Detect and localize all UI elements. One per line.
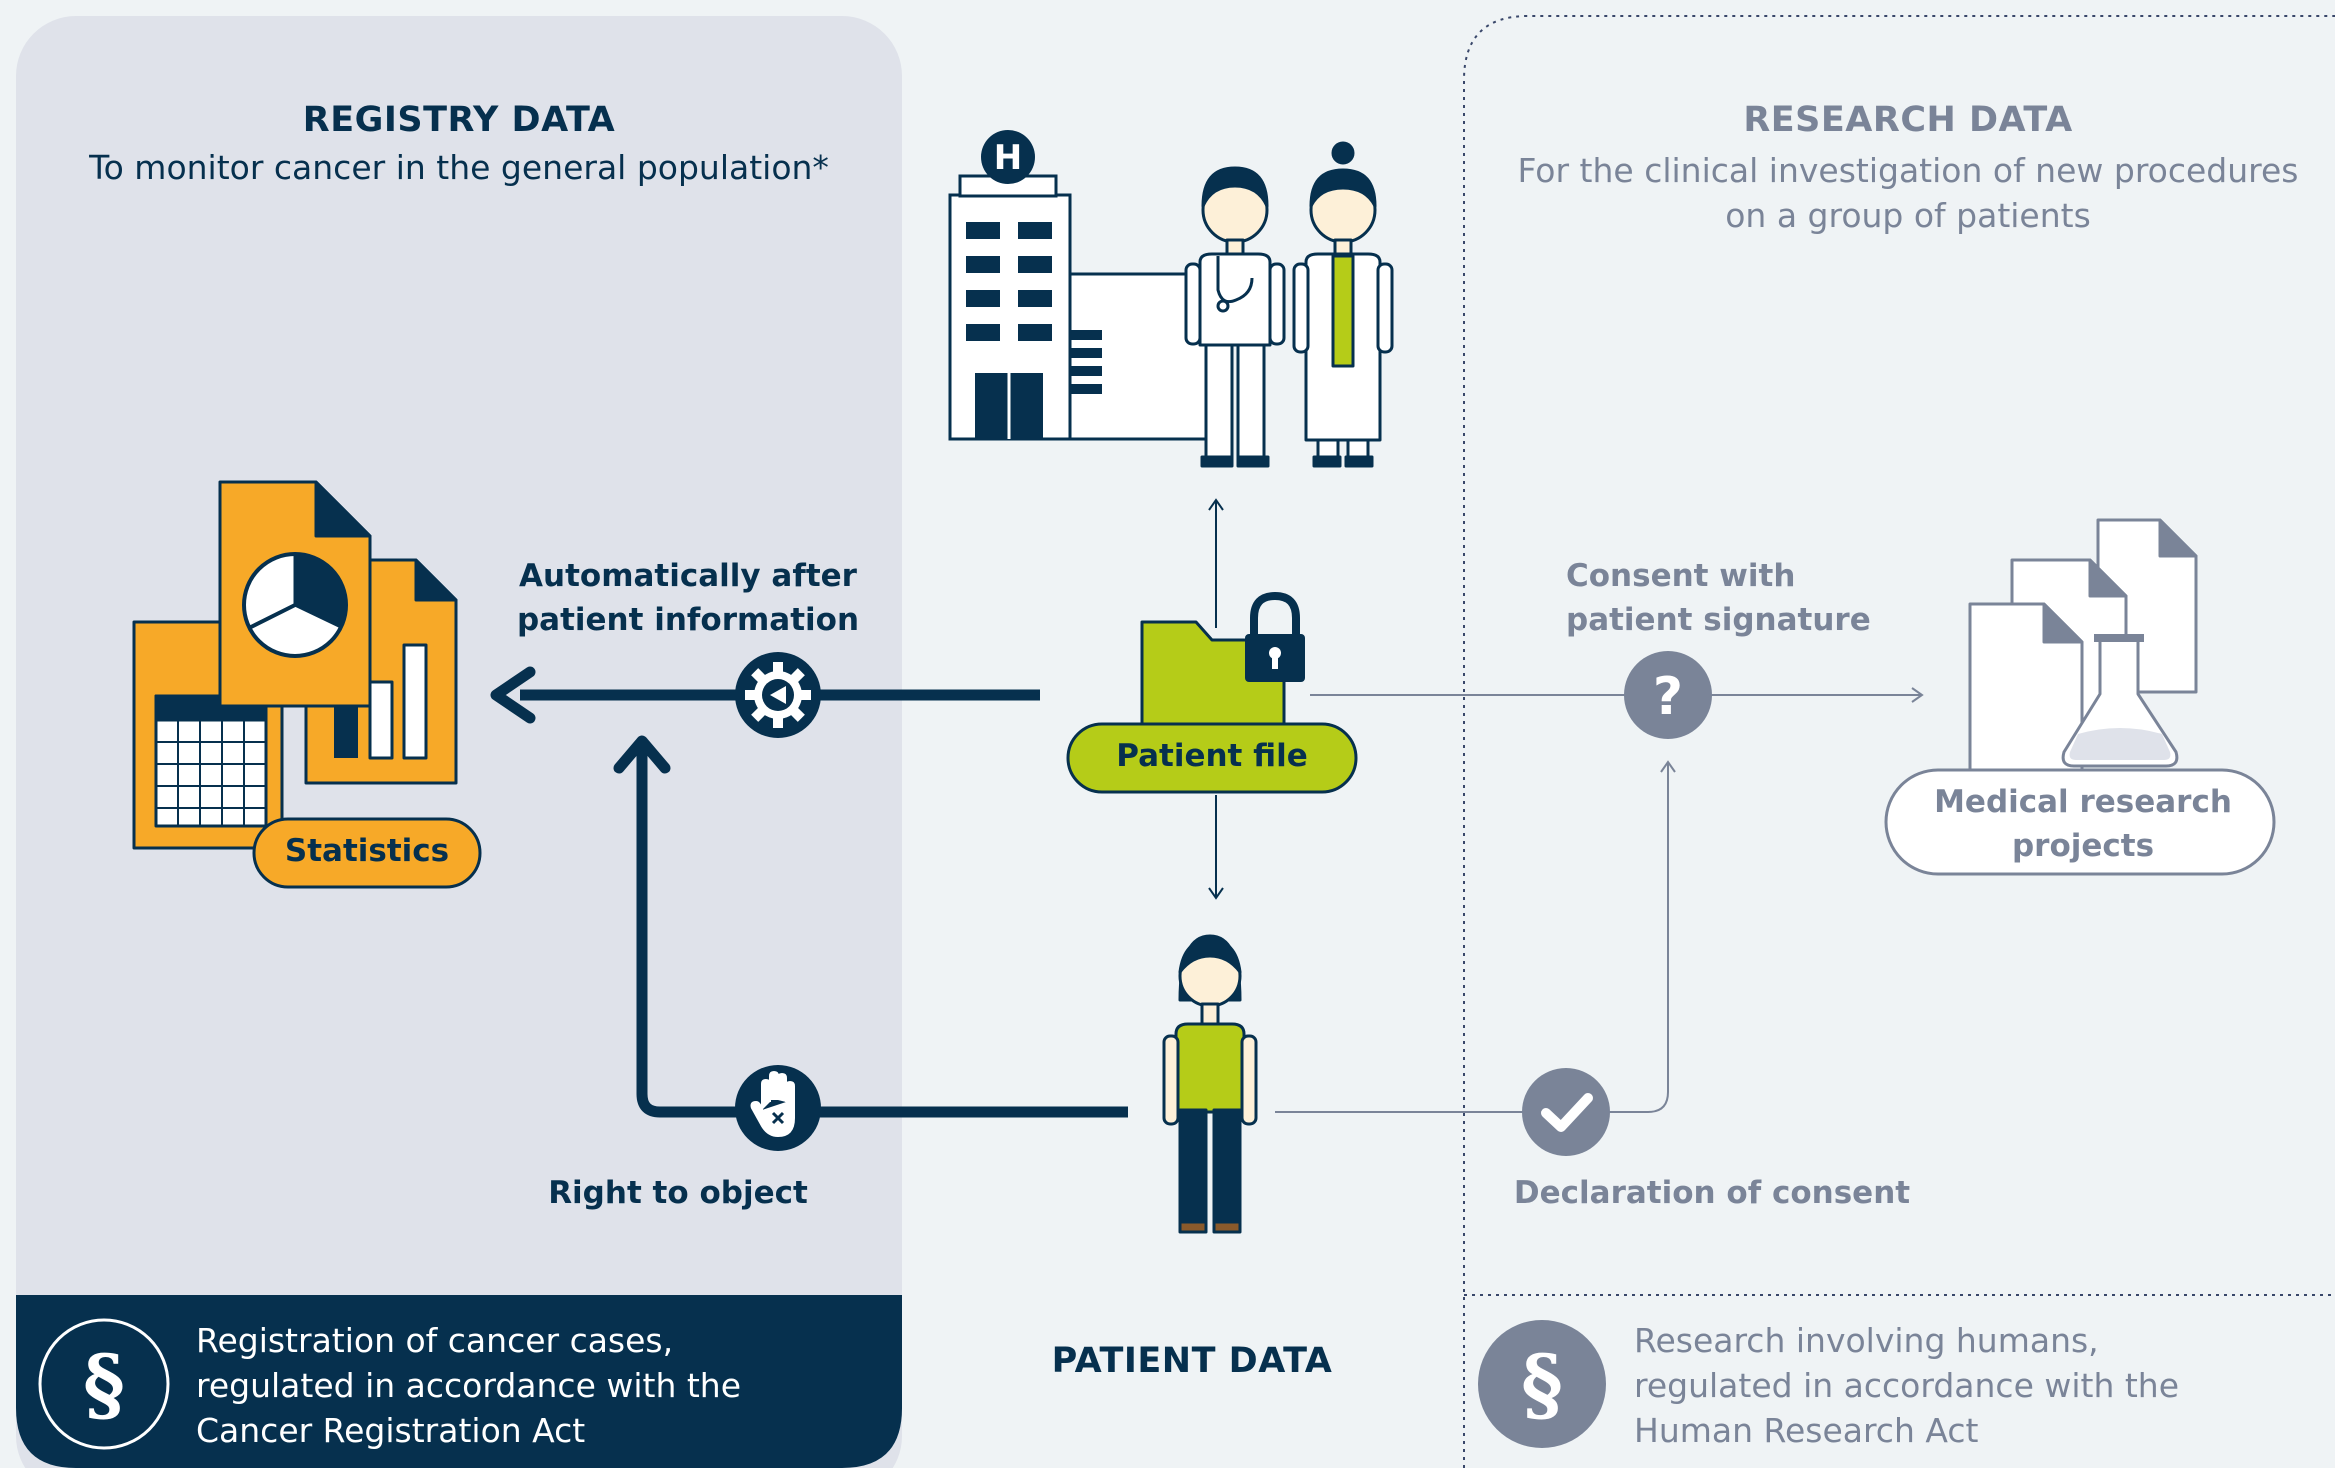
svg-text:H: H [994,138,1022,178]
consent-signature-label-line: Consent with [1566,558,1796,594]
patient-data-title: PATIENT DATA [1051,1341,1333,1381]
automatic-flow-label-line: Automatically after [519,558,857,594]
automatic-flow-label: Automatically after patient information [517,554,859,642]
paragraph-icon-research: § [1478,1320,1606,1448]
research-documents-icon [1968,518,2198,780]
documents-icon [132,480,458,850]
research-subtitle: For the clinical investigation of new pr… [1518,148,2299,238]
registry-legal-bar [16,1295,902,1468]
research-title: RESEARCH DATA [1743,100,2073,140]
consent-signature-label: Consent with patient signature [1566,554,1871,642]
research-panel [1463,15,2335,1468]
research-legal-line: Human Research Act [1634,1411,1979,1450]
research-subtitle-line: on a group of patients [1725,196,2091,235]
nurse-icon [1292,141,1394,468]
medical-research-label-line: projects [2011,828,2155,864]
svg-text:§: § [1521,1337,1563,1431]
research-connectors [1275,687,1924,1113]
registry-legal-line: Cancer Registration Act [196,1411,586,1450]
objection-flow-arrowhead [613,735,671,774]
registry-panel [16,16,902,1468]
objection-flow-arrow [636,748,1128,1118]
research-legal-line: regulated in accordance with the [1634,1366,2180,1405]
statistics-node[interactable] [252,817,482,889]
patient-icon [1162,934,1258,1234]
medical-research-label: Medical research projects [1934,780,2232,868]
lock-icon [1245,591,1305,682]
medical-research-node[interactable] [1884,768,2276,876]
right-to-object-label: Right to object [548,1175,808,1211]
statistics-label: Statistics [284,833,450,869]
research-legal-line: Research involving humans, [1634,1321,2099,1360]
doctor-icon [1184,166,1286,468]
patient-file-node[interactable] [1066,722,1358,794]
hand-stop-icon[interactable] [735,1065,821,1151]
registry-title: REGISTRY DATA [302,100,616,140]
svg-text:§: § [83,1337,125,1431]
hospital-icon: H [948,130,1212,441]
svg-text:?: ? [1653,667,1683,727]
automatic-flow-arrowhead [490,666,536,724]
patient-file-connectors [1208,498,1224,900]
declaration-of-consent-label: Declaration of consent [1513,1175,1911,1211]
automatic-flow-label-line: patient information [516,602,860,638]
registry-legal-line: regulated in accordance with the [196,1366,742,1405]
registry-legal-line: Registration of cancer cases, [196,1321,674,1360]
registry-subtitle: To monitor cancer in the general populat… [89,148,829,187]
check-icon[interactable] [1522,1068,1610,1156]
registry-legal-text: Registration of cancer cases, regulated … [196,1318,741,1453]
patient-file-label: Patient file [1116,738,1308,774]
paragraph-icon: § [38,1318,170,1450]
research-legal-text: Research involving humans, regulated in … [1634,1318,2179,1453]
research-subtitle-line: For the clinical investigation of new pr… [1517,151,2299,190]
question-icon[interactable]: ? [1624,651,1712,739]
gear-icon[interactable] [735,652,821,738]
consent-signature-label-line: patient signature [1566,602,1871,638]
medical-research-label-line: Medical research [1934,784,2232,820]
